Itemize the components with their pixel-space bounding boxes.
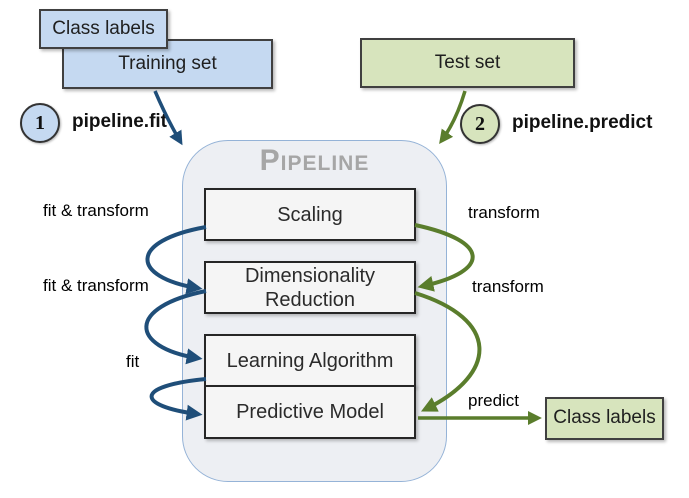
scaling-box: Scaling	[204, 188, 416, 241]
predict-label: predict	[468, 391, 520, 410]
test-set-box: Test set	[360, 38, 575, 88]
step-1-badge: 1	[20, 103, 60, 143]
pipeline-title: Pipeline	[259, 144, 370, 177]
predictive-model-box: Predictive Model	[204, 385, 416, 439]
step-1-label: pipeline.fit	[72, 111, 167, 132]
step-2-label: pipeline.predict	[512, 112, 653, 133]
fit-transform-label-scaling: fit & transform	[43, 201, 149, 220]
step-2-badge: 2	[460, 104, 500, 144]
learning-algorithm-box: Learning Algorithm	[204, 334, 416, 387]
class-labels-input-box: Class labels	[39, 9, 168, 49]
transform-label-scaling: transform	[468, 203, 540, 222]
fit-label-learning-algorithm: fit	[126, 352, 140, 371]
fit-transform-label-dim-reduction: fit & transform	[43, 276, 149, 295]
dimensionality-reduction-box: Dimensionality Reduction	[204, 261, 416, 314]
class-labels-output-box: Class labels	[545, 397, 664, 440]
transform-label-dim-reduction: transform	[472, 277, 544, 296]
